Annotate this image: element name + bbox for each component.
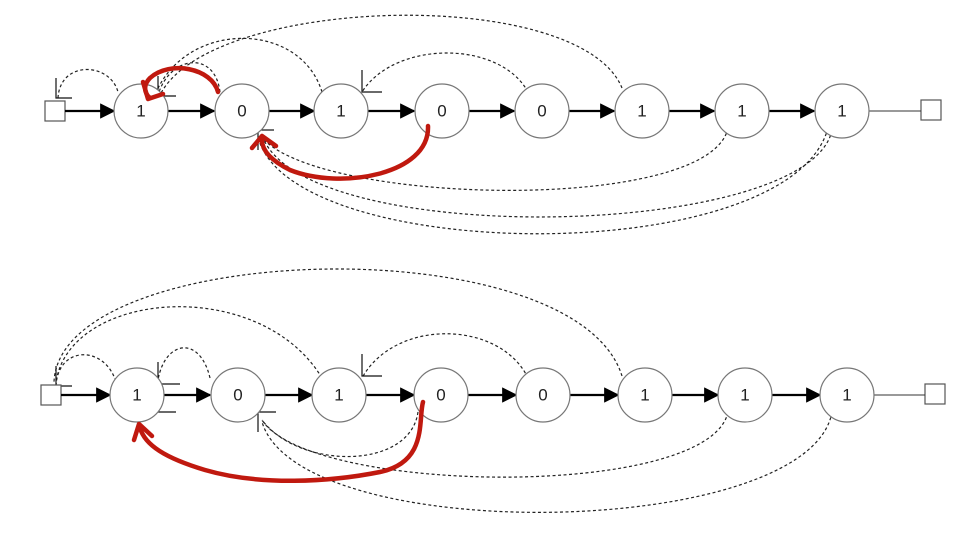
state-node: 0 [515, 367, 571, 423]
failure-link [261, 129, 833, 218]
svg-text:0: 0 [537, 102, 546, 121]
failure-link [159, 14, 623, 96]
state-node: 1 [617, 367, 673, 423]
tick-mark [55, 78, 72, 99]
tick-mark [55, 366, 72, 387]
svg-text:0: 0 [436, 386, 445, 405]
state-node: 0 [210, 367, 266, 423]
annotation-arrowhead [131, 421, 155, 443]
state-node: 1 [814, 83, 870, 139]
svg-text:1: 1 [637, 102, 646, 121]
state-node: 1 [717, 367, 773, 423]
svg-text:1: 1 [334, 386, 343, 405]
end-state [920, 99, 942, 121]
state-node: 1 [313, 83, 369, 139]
svg-text:0: 0 [538, 386, 547, 405]
failure-link [55, 306, 323, 383]
failure-link [257, 127, 829, 235]
failure-link [259, 127, 729, 191]
row-2: 1 0 1 0 0 1 1 1 [40, 268, 946, 513]
annotation-arrowhead [249, 133, 279, 151]
annotation-arrowhead [140, 79, 166, 102]
state-node: 0 [413, 367, 469, 423]
svg-text:1: 1 [837, 102, 846, 121]
state-node: 0 [514, 83, 570, 139]
failure-link [361, 52, 529, 93]
failure-link [53, 268, 623, 383]
failure-link [57, 68, 119, 99]
start-state [40, 384, 62, 406]
svg-text:1: 1 [737, 102, 746, 121]
start-state [44, 100, 66, 122]
svg-text:0: 0 [237, 102, 246, 121]
state-node: 0 [414, 83, 470, 139]
annotation-arrow [137, 399, 426, 483]
failure-link [55, 354, 117, 387]
svg-text:1: 1 [640, 386, 649, 405]
failure-link [361, 333, 529, 379]
row-1: 1 0 1 0 0 1 1 1 [44, 14, 942, 235]
svg-text:1: 1 [336, 102, 345, 121]
svg-text:0: 0 [437, 102, 446, 121]
annotation-arrow [259, 123, 431, 181]
end-state [924, 383, 946, 405]
state-node: 1 [113, 83, 169, 139]
svg-text:1: 1 [136, 102, 145, 121]
failure-link [157, 62, 221, 96]
svg-text:1: 1 [132, 386, 141, 405]
state-node: 1 [819, 367, 875, 423]
svg-text:1: 1 [740, 386, 749, 405]
failure-link [157, 347, 211, 381]
state-node: 1 [311, 367, 367, 423]
state-node: 0 [214, 83, 270, 139]
tick-mark [157, 362, 180, 385]
tick-mark [257, 411, 276, 432]
tick-mark [361, 354, 382, 377]
failure-link [261, 411, 833, 513]
svg-text:0: 0 [233, 386, 242, 405]
state-node: 1 [614, 83, 670, 139]
tick-mark [361, 70, 382, 93]
state-node: 1 [109, 367, 165, 423]
state-node: 1 [714, 83, 770, 139]
failure-link [261, 411, 729, 478]
svg-text:1: 1 [842, 386, 851, 405]
